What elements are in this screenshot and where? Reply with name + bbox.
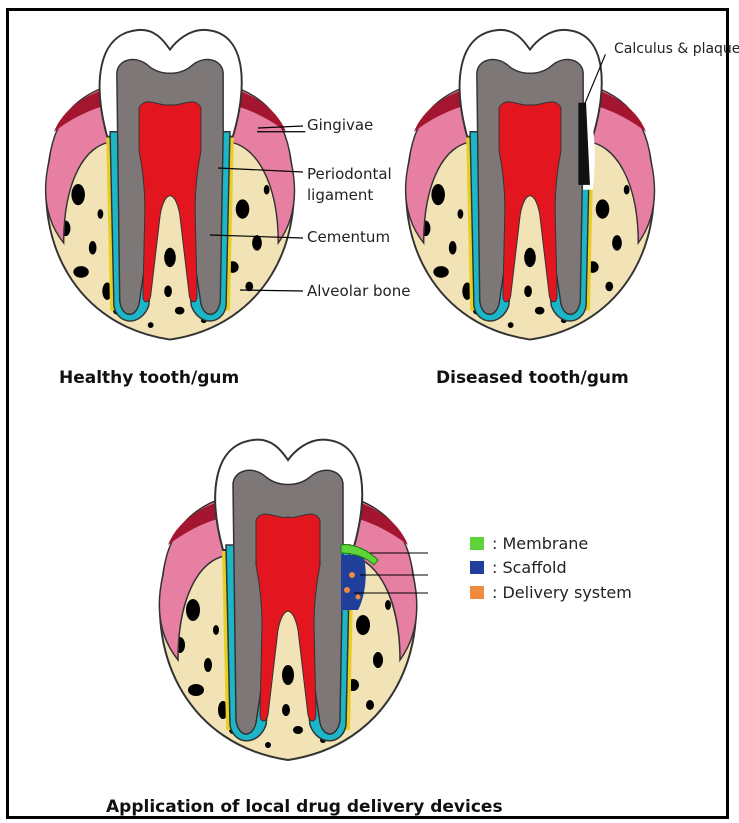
legend-membrane: : Membrane xyxy=(470,534,588,553)
membrane-legend-label: : Membrane xyxy=(492,534,588,553)
membrane-swatch xyxy=(470,537,484,550)
legend-scaffold: : Scaffold xyxy=(470,558,567,577)
healthy-caption: Healthy tooth/gum xyxy=(59,368,239,388)
calculus-plaque-label: Calculus & plaque xyxy=(614,40,739,59)
delivery-system-legend-label: : Delivery system xyxy=(492,583,632,602)
delivery-system-swatch xyxy=(470,586,484,599)
application-caption: Application of local drug delivery devic… xyxy=(106,797,503,817)
legend-delivery-system: : Delivery system xyxy=(470,583,632,602)
scaffold-swatch xyxy=(470,561,484,574)
scaffold-legend-label: : Scaffold xyxy=(492,558,567,577)
diseased-caption: Diseased tooth/gum xyxy=(436,368,629,388)
